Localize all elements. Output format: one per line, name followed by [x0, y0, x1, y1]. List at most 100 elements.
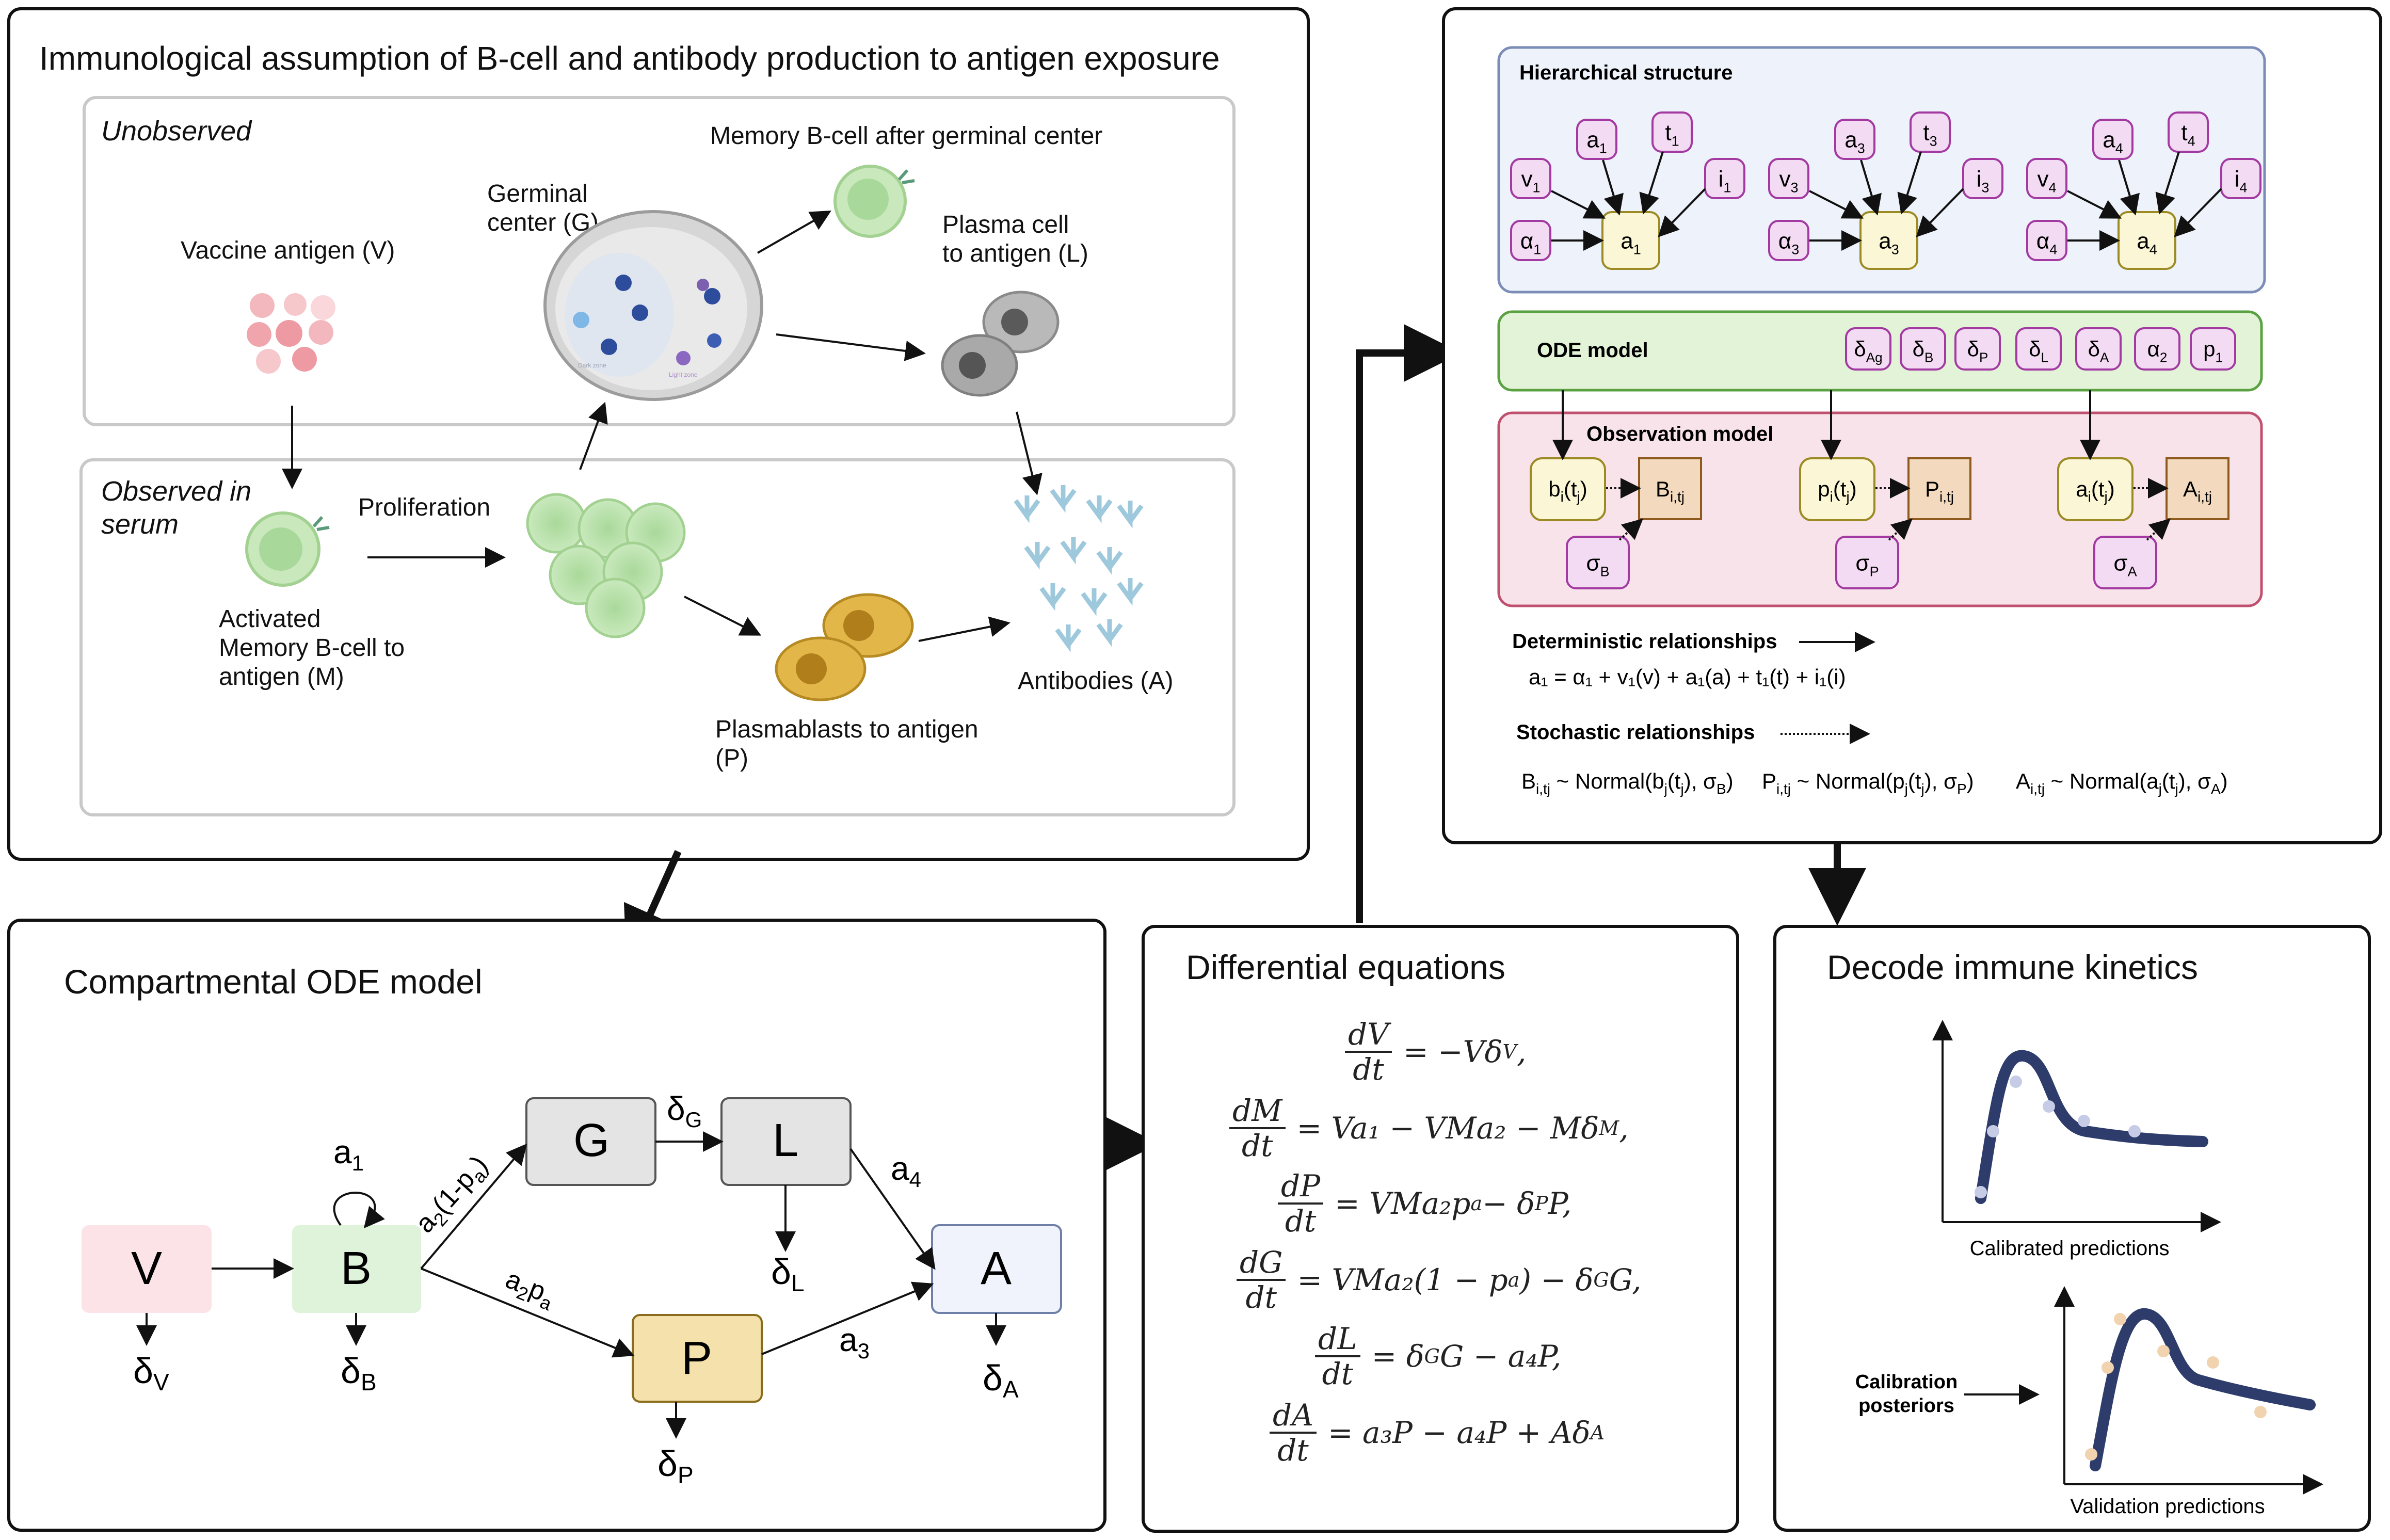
plasma-cell-label-1: Plasma cell	[942, 211, 1069, 238]
svg-text:α2: α2	[2147, 337, 2168, 365]
rate-a4: a4	[891, 1150, 921, 1192]
svg-text:δAg: δAg	[1854, 337, 1882, 365]
rate-a1: a1	[333, 1133, 364, 1175]
eq-dA-sub: A	[1590, 1421, 1605, 1444]
node-P-box	[632, 1314, 763, 1403]
node-V-box	[82, 1225, 212, 1313]
svg-text:t1: t1	[1665, 120, 1679, 149]
calibration-posteriors-label-1: Calibration	[1855, 1371, 1958, 1393]
param-i-4: i4	[2220, 158, 2261, 199]
antibodies-icon	[1014, 485, 1144, 652]
assumption-title: Immunological assumption of B-cell and a…	[39, 40, 1220, 77]
decode-panel	[1773, 925, 2371, 1532]
node-A: A	[981, 1243, 1012, 1294]
antibodies-label: Antibodies (A)	[1018, 667, 1174, 695]
vaccine-antigen-icon	[247, 293, 335, 374]
ode-param-4: δA	[2075, 327, 2122, 371]
germinal-center-label-2: center (G)	[487, 209, 599, 236]
svg-text:σA: σA	[2113, 550, 2137, 579]
eq-dM-rhs: = Va₁ − VMa₂ − Mδ	[1296, 1111, 1599, 1146]
validation-points	[2085, 1313, 2267, 1461]
rate-dV: δV	[133, 1351, 169, 1395]
eq-dM-den: dt	[1242, 1128, 1273, 1163]
svg-text:δB: δB	[1913, 337, 1934, 365]
svg-text:a1: a1	[1621, 228, 1641, 257]
ode-param-6: p1	[2190, 327, 2236, 371]
svg-text:Pi,tj: Pi,tj	[1925, 477, 1954, 505]
validation-predictions-label: Validation predictions	[2070, 1495, 2265, 1518]
eq-dA-den: dt	[1277, 1433, 1309, 1468]
eq-dG-rhs: = VMa₂(1 − p	[1297, 1262, 1508, 1297]
eq-dG-sub2: G	[1593, 1269, 1609, 1291]
ode-param-2: δP	[1954, 327, 2001, 371]
proliferation-label: Proliferation	[358, 494, 491, 521]
stochastic-label: Stochastic relationships	[1516, 721, 1755, 744]
sigma-B: σB	[1566, 536, 1630, 589]
rate-dG: δG	[667, 1090, 702, 1132]
svg-text:Bi,tj: Bi,tj	[1656, 477, 1685, 505]
ode-to-observation-arrows	[1552, 390, 2100, 460]
svg-text:a4: a4	[2103, 127, 2123, 156]
ode-param-5: α2	[2134, 327, 2180, 371]
hierarchical-section	[1497, 46, 2266, 294]
node-G: G	[573, 1115, 609, 1166]
eq-dG-end2: G,	[1609, 1262, 1642, 1297]
svg-text:σB: σB	[1586, 550, 1609, 579]
eq-dM-sub: M	[1599, 1117, 1619, 1140]
param-alpha-4: α4	[2026, 220, 2067, 261]
param-a-4: a4	[2092, 119, 2134, 160]
svg-text:t3: t3	[1923, 120, 1937, 149]
svg-text:ai(tj): ai(tj)	[2076, 477, 2114, 505]
node-V: V	[131, 1243, 162, 1294]
obs-group-P: pi(tj) Pi,tj σP	[1799, 457, 1971, 589]
svg-text:bi(tj): bi(tj)	[1548, 477, 1587, 505]
eq-dG-den: dt	[1245, 1280, 1277, 1315]
svg-text:Ai,tj: Ai,tj	[2183, 477, 2212, 505]
stochastic-A-equation: Ai,tj ~ Normal(aj(tj), σA)	[2016, 769, 2228, 797]
stochastic-P-equation: Pi,tj ~ Normal(pj(tj), σP)	[1762, 769, 1974, 797]
eq-dP-den: dt	[1285, 1204, 1317, 1239]
eq-dV-sub: V	[1502, 1040, 1517, 1063]
eq-dV-den: dt	[1353, 1052, 1384, 1087]
eq-dP-sub2: P	[1535, 1192, 1548, 1215]
eq-dL-num: dL	[1315, 1322, 1360, 1357]
svg-text:v1: v1	[1521, 166, 1540, 195]
eq-dM-num: dM	[1229, 1094, 1286, 1129]
activated-memory-bcell-icon	[245, 511, 330, 587]
ode-param-3: δL	[2015, 327, 2062, 371]
eq-dL-sub: G	[1424, 1345, 1440, 1368]
eq-dG-num: dG	[1237, 1246, 1286, 1281]
deterministic-label: Deterministic relationships	[1512, 630, 1777, 653]
proliferating-cells-icon	[526, 493, 686, 638]
eq-dP-rhs: = VMa₂p	[1335, 1186, 1471, 1221]
differential-title: Differential equations	[1186, 948, 1505, 986]
svg-text:δL: δL	[2029, 337, 2048, 365]
latent-p: pi(tj)	[1799, 457, 1875, 521]
plasma-cell-icon	[941, 291, 1060, 397]
calibration-posteriors-label-2: posteriors	[1858, 1395, 1954, 1417]
svg-text:v4: v4	[2037, 166, 2056, 195]
observed-B: Bi,tj	[1638, 457, 1702, 520]
germinal-center-icon	[543, 210, 763, 401]
rate-dL: δL	[771, 1252, 805, 1296]
param-t-1: t1	[1651, 111, 1693, 153]
node-L: L	[773, 1115, 798, 1166]
differential-panel	[1142, 925, 1739, 1533]
svg-text:δP: δP	[1967, 337, 1988, 365]
rate-dA: δA	[983, 1358, 1019, 1403]
assumption-arrows	[282, 211, 1042, 642]
observed-P: Pi,tj	[1907, 457, 1971, 520]
param-alpha-3: α3	[1768, 220, 1809, 261]
ode-model-label: ODE model	[1537, 339, 1648, 362]
activated-label-2: Memory B-cell to	[219, 634, 405, 662]
sigma-P: σP	[1835, 536, 1899, 589]
gc-light-zone-text: Light zone	[669, 371, 698, 378]
